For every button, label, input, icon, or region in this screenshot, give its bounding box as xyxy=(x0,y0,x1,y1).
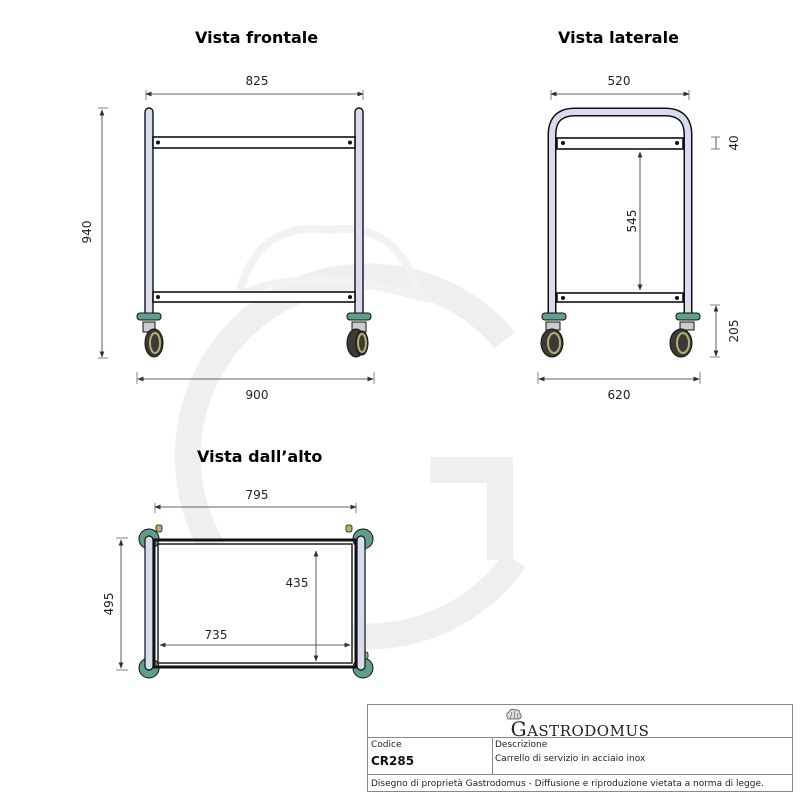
dim-40: 40 xyxy=(727,135,741,150)
title-block: GASTRODOMUS Codice CR285 Descrizione Car… xyxy=(367,704,793,792)
description-cell: Descrizione Carrello di servizio in acci… xyxy=(492,737,792,774)
description-value: Carrello di servizio in acciaio inox xyxy=(495,754,646,764)
chef-hat-icon xyxy=(506,708,522,720)
dim-825: 825 xyxy=(246,74,269,88)
dim-620: 620 xyxy=(608,388,631,402)
copyright-notice: Disegno di proprietà Gastrodomus - Diffu… xyxy=(371,779,764,789)
dim-940: 940 xyxy=(80,221,94,244)
dim-735: 735 xyxy=(205,628,228,642)
code-label: Codice xyxy=(371,740,402,750)
description-label: Descrizione xyxy=(495,740,548,750)
brand-name: GASTRODOMUS xyxy=(510,717,650,741)
brand-logo: GASTRODOMUS xyxy=(368,705,792,741)
dim-520: 520 xyxy=(608,74,631,88)
caster-front-left xyxy=(136,312,164,358)
side-view-title: Vista laterale xyxy=(558,28,679,47)
dim-545: 545 xyxy=(625,210,639,233)
caster-front-right xyxy=(346,312,372,358)
top-view-title: Vista dall’alto xyxy=(197,447,323,466)
dim-900: 900 xyxy=(246,388,269,402)
dim-795: 795 xyxy=(246,488,269,502)
dim-205: 205 xyxy=(727,320,741,343)
dim-435: 435 xyxy=(286,576,309,590)
code-value: CR285 xyxy=(371,754,415,768)
caster-side-left xyxy=(540,312,567,358)
caster-side-right xyxy=(669,312,701,358)
front-view-title: Vista frontale xyxy=(195,28,319,47)
code-cell: Codice CR285 xyxy=(368,737,493,774)
dim-495: 495 xyxy=(102,593,116,616)
